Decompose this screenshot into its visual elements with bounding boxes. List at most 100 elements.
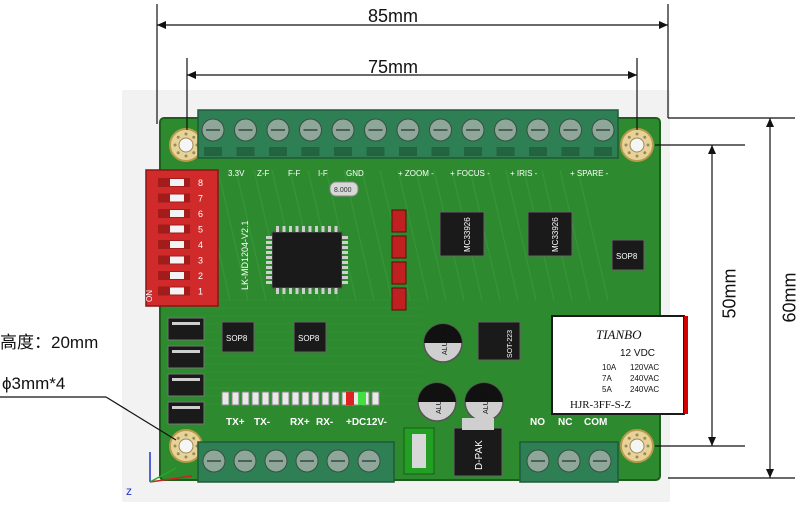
height-note: 高度：20mm (0, 333, 99, 352)
relay-terminal-label: COM (584, 417, 607, 428)
mcu-pin (334, 226, 338, 232)
pcb-trace (559, 169, 591, 301)
mcu-pin (342, 241, 348, 244)
crystal (329, 181, 359, 197)
relay-rating-amps: 5A (602, 385, 612, 394)
mcu-pin (302, 288, 305, 294)
mounting-hole-via (627, 135, 631, 139)
dip-switch-lever (170, 287, 184, 295)
pcb-trace (577, 169, 609, 301)
relay-rating-volts: 240VAC (630, 385, 659, 394)
mcu-pin (266, 256, 272, 259)
dip-switch-lever (170, 272, 184, 279)
sop8-label: SOP8 (226, 334, 248, 343)
capacitor-label: ALU D8 (483, 389, 490, 414)
mcu-pin (328, 226, 331, 232)
bottom-terminal-label: TX- (254, 417, 270, 428)
pcb-trace (469, 169, 501, 301)
resistor (331, 391, 340, 406)
driver-ic-label: MC33926 (463, 217, 472, 252)
capacitor-label: ALU D8 (436, 389, 443, 414)
mcu-pin (289, 288, 292, 294)
mounting-hole-via (643, 436, 647, 440)
bottom-terminal-label: +DC12V- (346, 417, 387, 428)
mounting-hole-via (192, 452, 196, 456)
relay-rating-volts: 120VAC (630, 363, 659, 372)
mounting-hole-center (629, 438, 645, 454)
mounting-hole-via (176, 151, 180, 155)
terminal-opening (561, 147, 580, 156)
bottom-terminal-label: RX- (316, 417, 333, 428)
top-terminal-label: + FOCUS - (450, 169, 490, 178)
pcb-trace (487, 169, 519, 301)
sot223-label: SOT-223 (507, 330, 514, 358)
mounting-hole-via (627, 436, 631, 440)
mounting-hole-via (184, 154, 188, 158)
terminal-opening (529, 147, 547, 156)
dip-number: 5 (198, 225, 203, 235)
relay-rating-volts: 240VAC (630, 374, 659, 383)
resistor (321, 391, 330, 406)
led-green (358, 392, 366, 405)
mounting-hole-via (635, 433, 639, 437)
mcu-chip (271, 231, 343, 289)
mounting-hole-via (184, 455, 188, 459)
mounting-hole-via (176, 135, 180, 139)
bottom-terminal-label: TX+ (226, 417, 245, 428)
terminal-opening (496, 147, 515, 156)
mcu-pin (334, 288, 338, 294)
dim-60mm-label: 60mm (779, 272, 800, 323)
relay-model: HJR-3FF-S-Z (570, 399, 631, 411)
terminal-opening (594, 147, 612, 156)
dim-line-50mm-arrow (708, 437, 716, 446)
resistor (251, 391, 260, 406)
top-terminal-label: F-F (288, 169, 301, 178)
relay (551, 315, 685, 415)
relay-terminal-label: NO (530, 417, 545, 428)
mcu-pin (266, 271, 272, 274)
dip-switch-lever (170, 225, 184, 233)
dip-switch-lever (170, 179, 184, 186)
mcu-pin (266, 266, 272, 269)
mounting-hole-via (643, 151, 647, 155)
resistor (241, 391, 250, 406)
mounting-hole-via (184, 433, 188, 437)
sot223-chip (477, 321, 521, 361)
mcu-pin (276, 288, 279, 294)
dim-85mm-label: 85mm (368, 6, 419, 26)
mcu-pin (295, 226, 299, 232)
mcu-pin (321, 288, 325, 294)
top-terminal-label: + ZOOM - (398, 169, 434, 178)
mcu-pin (342, 246, 348, 249)
top-terminal-label: I-F (318, 169, 328, 178)
dim-line-75mm-arrow (628, 71, 637, 79)
terminal-opening (366, 147, 385, 156)
terminal-opening (334, 147, 352, 156)
mcu-pin (295, 288, 299, 294)
mcu-pin (266, 276, 272, 279)
relay-rating-amps: 10A (602, 363, 617, 372)
resistor (311, 391, 320, 406)
dip-switch-lever (170, 194, 184, 202)
mcu-pin (308, 288, 312, 294)
mounting-hole-via (643, 452, 647, 456)
dim-line-60mm-arrow (766, 469, 774, 478)
resistor-pack (391, 261, 407, 285)
mounting-hole-via (627, 452, 631, 456)
mcu-pin (342, 271, 348, 274)
led-red (346, 392, 354, 405)
dip-on-label: ON (145, 290, 154, 302)
mounting-hole-via (176, 436, 180, 440)
dim-line-75mm-arrow (187, 71, 196, 79)
dip-number: 7 (198, 194, 203, 204)
pcb-trace (361, 169, 393, 301)
dim-50mm-label: 50mm (719, 268, 740, 319)
pcb-trace (505, 169, 537, 301)
pcb-trace (235, 169, 267, 301)
driver-ic-label: MC33926 (551, 217, 560, 252)
mcu-pin (266, 261, 272, 264)
leader-line (105, 396, 177, 441)
diode-band (172, 378, 200, 381)
